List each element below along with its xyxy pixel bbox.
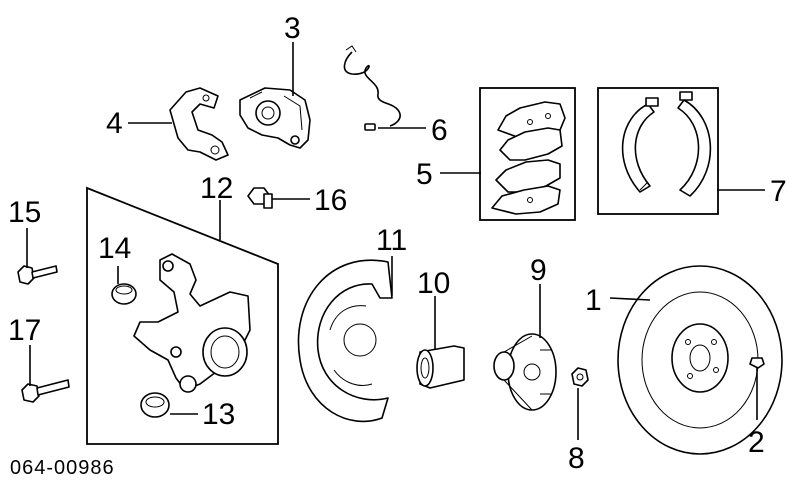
part-wheel-carrier [86, 186, 279, 445]
part-caliper-carrier [128, 87, 229, 161]
callout-2: 2 [748, 426, 765, 459]
part-brake-disc [609, 265, 783, 455]
callout-16: 16 [314, 184, 347, 217]
part-bolt-15 [17, 228, 58, 285]
part-brake-pads [440, 87, 576, 221]
callout-4: 4 [106, 107, 123, 140]
callout-6: 6 [431, 114, 448, 147]
callout-5: 5 [416, 158, 433, 191]
callout-17: 17 [8, 314, 41, 347]
callout-12: 12 [200, 172, 233, 205]
part-wheel-hub [493, 284, 557, 411]
part-caliper [239, 42, 311, 149]
part-bolt-17 [21, 345, 70, 403]
callout-1: 1 [585, 284, 602, 317]
part-bushing-13 [140, 392, 198, 418]
callout-8: 8 [568, 442, 585, 475]
part-wheel-nut [571, 367, 589, 440]
part-disc-screw [749, 357, 765, 420]
callout-10: 10 [417, 267, 450, 300]
part-wheel-bearing [416, 296, 465, 389]
callout-3: 3 [284, 12, 301, 45]
callout-15: 15 [8, 196, 41, 229]
callout-7: 7 [770, 175, 787, 208]
callout-9: 9 [530, 254, 547, 287]
part-bolt-16 [247, 187, 310, 209]
diagram-part-number: 064-00986 [10, 457, 115, 479]
part-wear-sensor [343, 45, 426, 131]
callout-13: 13 [202, 398, 235, 431]
part-parking-brake-shoes [597, 87, 765, 215]
part-bushing-14 [111, 266, 137, 305]
part-dust-shield [297, 256, 393, 423]
callout-11: 11 [376, 224, 407, 257]
callout-14: 14 [98, 232, 131, 265]
